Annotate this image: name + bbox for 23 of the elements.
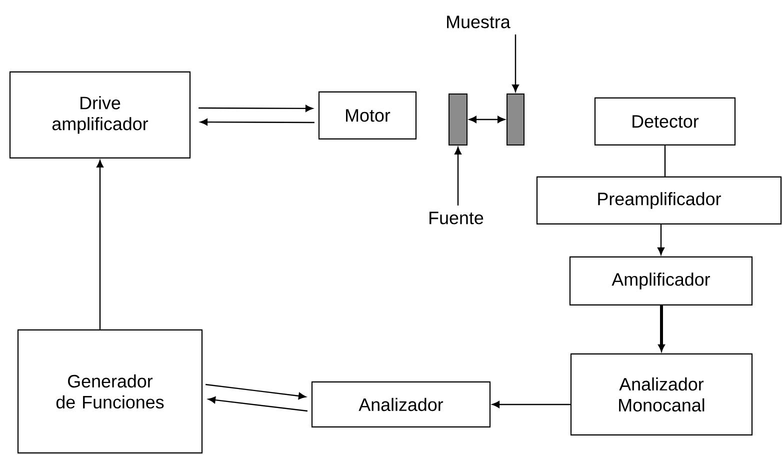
block-box: Detector — [594, 97, 736, 146]
arrow — [96, 160, 104, 330]
block-box: Analizador — [311, 381, 491, 428]
arrow — [200, 118, 314, 126]
arrow — [469, 116, 505, 123]
arrow — [454, 147, 462, 206]
arrow — [512, 34, 519, 92]
block-box: Analizador Monocanal — [570, 353, 753, 436]
arrow — [198, 104, 313, 112]
arrow — [205, 384, 306, 400]
plate — [506, 93, 524, 146]
label-text: Fuente — [430, 212, 484, 224]
arrow — [208, 396, 308, 412]
plate — [448, 93, 468, 146]
block-box: Drive amplificador — [9, 71, 191, 159]
arrow — [492, 401, 570, 408]
arrow — [658, 306, 665, 352]
block-box: Generador de Funciones — [17, 329, 203, 454]
block-box: Preamplificador — [536, 176, 782, 225]
block-box: Amplificador — [569, 256, 753, 306]
block-box: Motor — [318, 91, 417, 140]
label-text: Muestra — [447, 16, 510, 28]
arrow — [658, 224, 664, 255]
